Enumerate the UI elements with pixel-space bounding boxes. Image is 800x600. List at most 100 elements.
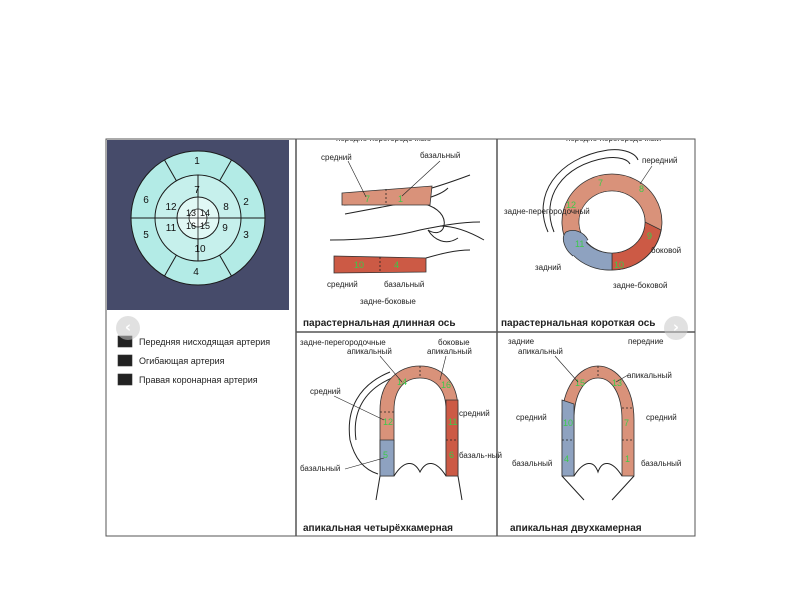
- a4c-segment-number: 14: [397, 377, 407, 387]
- segment-number: 11: [166, 223, 177, 234]
- a4c-label: средний: [459, 409, 490, 418]
- plax-cut-label: передне-перегородочные: [336, 134, 432, 143]
- a2c-outline: [561, 475, 635, 501]
- plax-panel: передне-перегородочные 7 1 10 4 средний …: [303, 134, 485, 329]
- a4c-label: боковые: [438, 338, 470, 347]
- psax-label: боковой: [651, 246, 681, 255]
- psax-label: задне-боковой: [613, 281, 667, 290]
- bullseye-divider: [219, 159, 232, 182]
- psax-cut-label: передне-перегородочный: [566, 134, 661, 143]
- leader-line: [401, 160, 441, 197]
- segment-number: 4: [193, 267, 199, 278]
- plax-label: задне-боковые: [360, 297, 416, 306]
- leader-line: [379, 355, 403, 383]
- psax-segment-number: 7: [598, 178, 603, 188]
- segment-number: 2: [243, 197, 249, 208]
- a4c-label: базальный: [300, 464, 340, 473]
- a4c-segment-number: 5: [383, 450, 388, 460]
- a4c-label: средний: [310, 387, 341, 396]
- psax-label: задне-перегородочный: [504, 207, 590, 216]
- legend-label: Передняя нисходящая артерия: [139, 337, 270, 347]
- panel-title: апикальная четырёхкамерная: [303, 523, 453, 534]
- leader-line: [344, 457, 385, 470]
- segment-number: 13: [186, 208, 196, 218]
- a4c-rv-outline: [348, 371, 391, 441]
- psax-septal-bulge: [563, 230, 589, 257]
- a2c-segment-number: 4: [564, 454, 569, 464]
- plax-segment-number: 1: [398, 194, 403, 204]
- segment-number: 9: [222, 223, 228, 234]
- a4c-label: апикальный: [347, 347, 392, 356]
- a2c-label: базальный: [641, 459, 681, 468]
- a2c-label: апикальный: [627, 371, 672, 380]
- plax-label: базальный: [420, 151, 460, 160]
- a4c-outline: [349, 439, 379, 475]
- a2c-segment-number: 1: [625, 454, 630, 464]
- panel-title: парастернальная короткая ось: [501, 318, 655, 329]
- a2c-wall-rca: [561, 399, 575, 477]
- a4c-segment-number: 11: [448, 417, 457, 427]
- psax-segment-number: 10: [614, 260, 624, 270]
- a2c-label: средний: [646, 413, 677, 422]
- legend-label: Огибающая артерия: [139, 356, 225, 366]
- a2c-label: базальный: [512, 459, 552, 468]
- plax-segment-number: 7: [365, 194, 370, 204]
- plax-outline: [439, 225, 485, 241]
- psax-segment-number: 8: [639, 184, 644, 194]
- segment-number: 1: [194, 156, 200, 167]
- a4c-valve: [393, 463, 447, 477]
- a2c-segment-number: 7: [624, 418, 629, 428]
- a2c-label: средний: [516, 413, 547, 422]
- a4c-panel: 14 16 12 11 5 6 задне-перегородочные апи…: [300, 338, 502, 534]
- leader-line: [439, 355, 447, 381]
- psax-segment-number: 9: [647, 231, 652, 241]
- panel-title: парастернальная длинная ось: [303, 318, 456, 329]
- a4c-label: апикальный: [427, 347, 472, 356]
- psax-lv-cavity: [578, 190, 646, 254]
- leader-line: [615, 374, 629, 383]
- a4c-segment-number: 12: [383, 417, 393, 427]
- segment-number: 16: [186, 221, 196, 231]
- psax-label: задний: [535, 263, 561, 272]
- a2c-segment-number: 10: [563, 418, 573, 428]
- plax-label: средний: [327, 280, 358, 289]
- a2c-label: апикальный: [518, 347, 563, 356]
- psax-rv-outline: [549, 157, 631, 233]
- segment-number: 5: [143, 230, 149, 241]
- a2c-segment-number: 13: [612, 378, 622, 388]
- legend-swatch-rca: [117, 373, 133, 386]
- prev-slide-button[interactable]: ‹: [116, 316, 140, 340]
- plax-segment-number: 10: [354, 260, 364, 270]
- a4c-wall-circumflex: [445, 399, 459, 477]
- a2c-label: передние: [628, 337, 664, 346]
- bullseye-divider: [219, 254, 232, 277]
- legend-label: Правая коронарная артерия: [139, 375, 258, 385]
- segment-number: 10: [194, 244, 206, 255]
- a4c-segment-number: 6: [449, 450, 454, 460]
- a2c-segment-number: 15: [575, 378, 585, 388]
- a4c-outline: [375, 475, 463, 501]
- leader-line: [639, 165, 653, 185]
- a4c-label: базаль-ный: [459, 451, 502, 460]
- a4c-segment-number: 16: [441, 380, 451, 390]
- segment-number: 15: [200, 221, 210, 231]
- segment-number: 7: [194, 185, 200, 196]
- legend-swatch-circumflex: [117, 354, 133, 367]
- psax-segment-number: 12: [566, 200, 576, 210]
- panel-title: апикальная двухкамерная: [510, 523, 642, 534]
- plax-label: средний: [321, 153, 352, 162]
- segment-number: 8: [223, 202, 229, 213]
- a2c-label: задние: [508, 337, 535, 346]
- a2c-panel: 15 13 10 7 4 1 задние апикальный передни…: [508, 337, 681, 534]
- plax-label: базальный: [384, 280, 424, 289]
- plax-wall-anteroseptal: [341, 185, 433, 206]
- leader-line: [347, 160, 367, 198]
- leader-line: [333, 395, 385, 421]
- next-slide-button[interactable]: ›: [664, 316, 688, 340]
- a2c-valve: [573, 463, 623, 477]
- legend: Передняя нисходящая артерия Огибающая ар…: [117, 335, 270, 386]
- a4c-label: задне-перегородочные: [300, 338, 386, 347]
- psax-segment-number: 11: [575, 239, 584, 249]
- plax-outline: [425, 249, 471, 259]
